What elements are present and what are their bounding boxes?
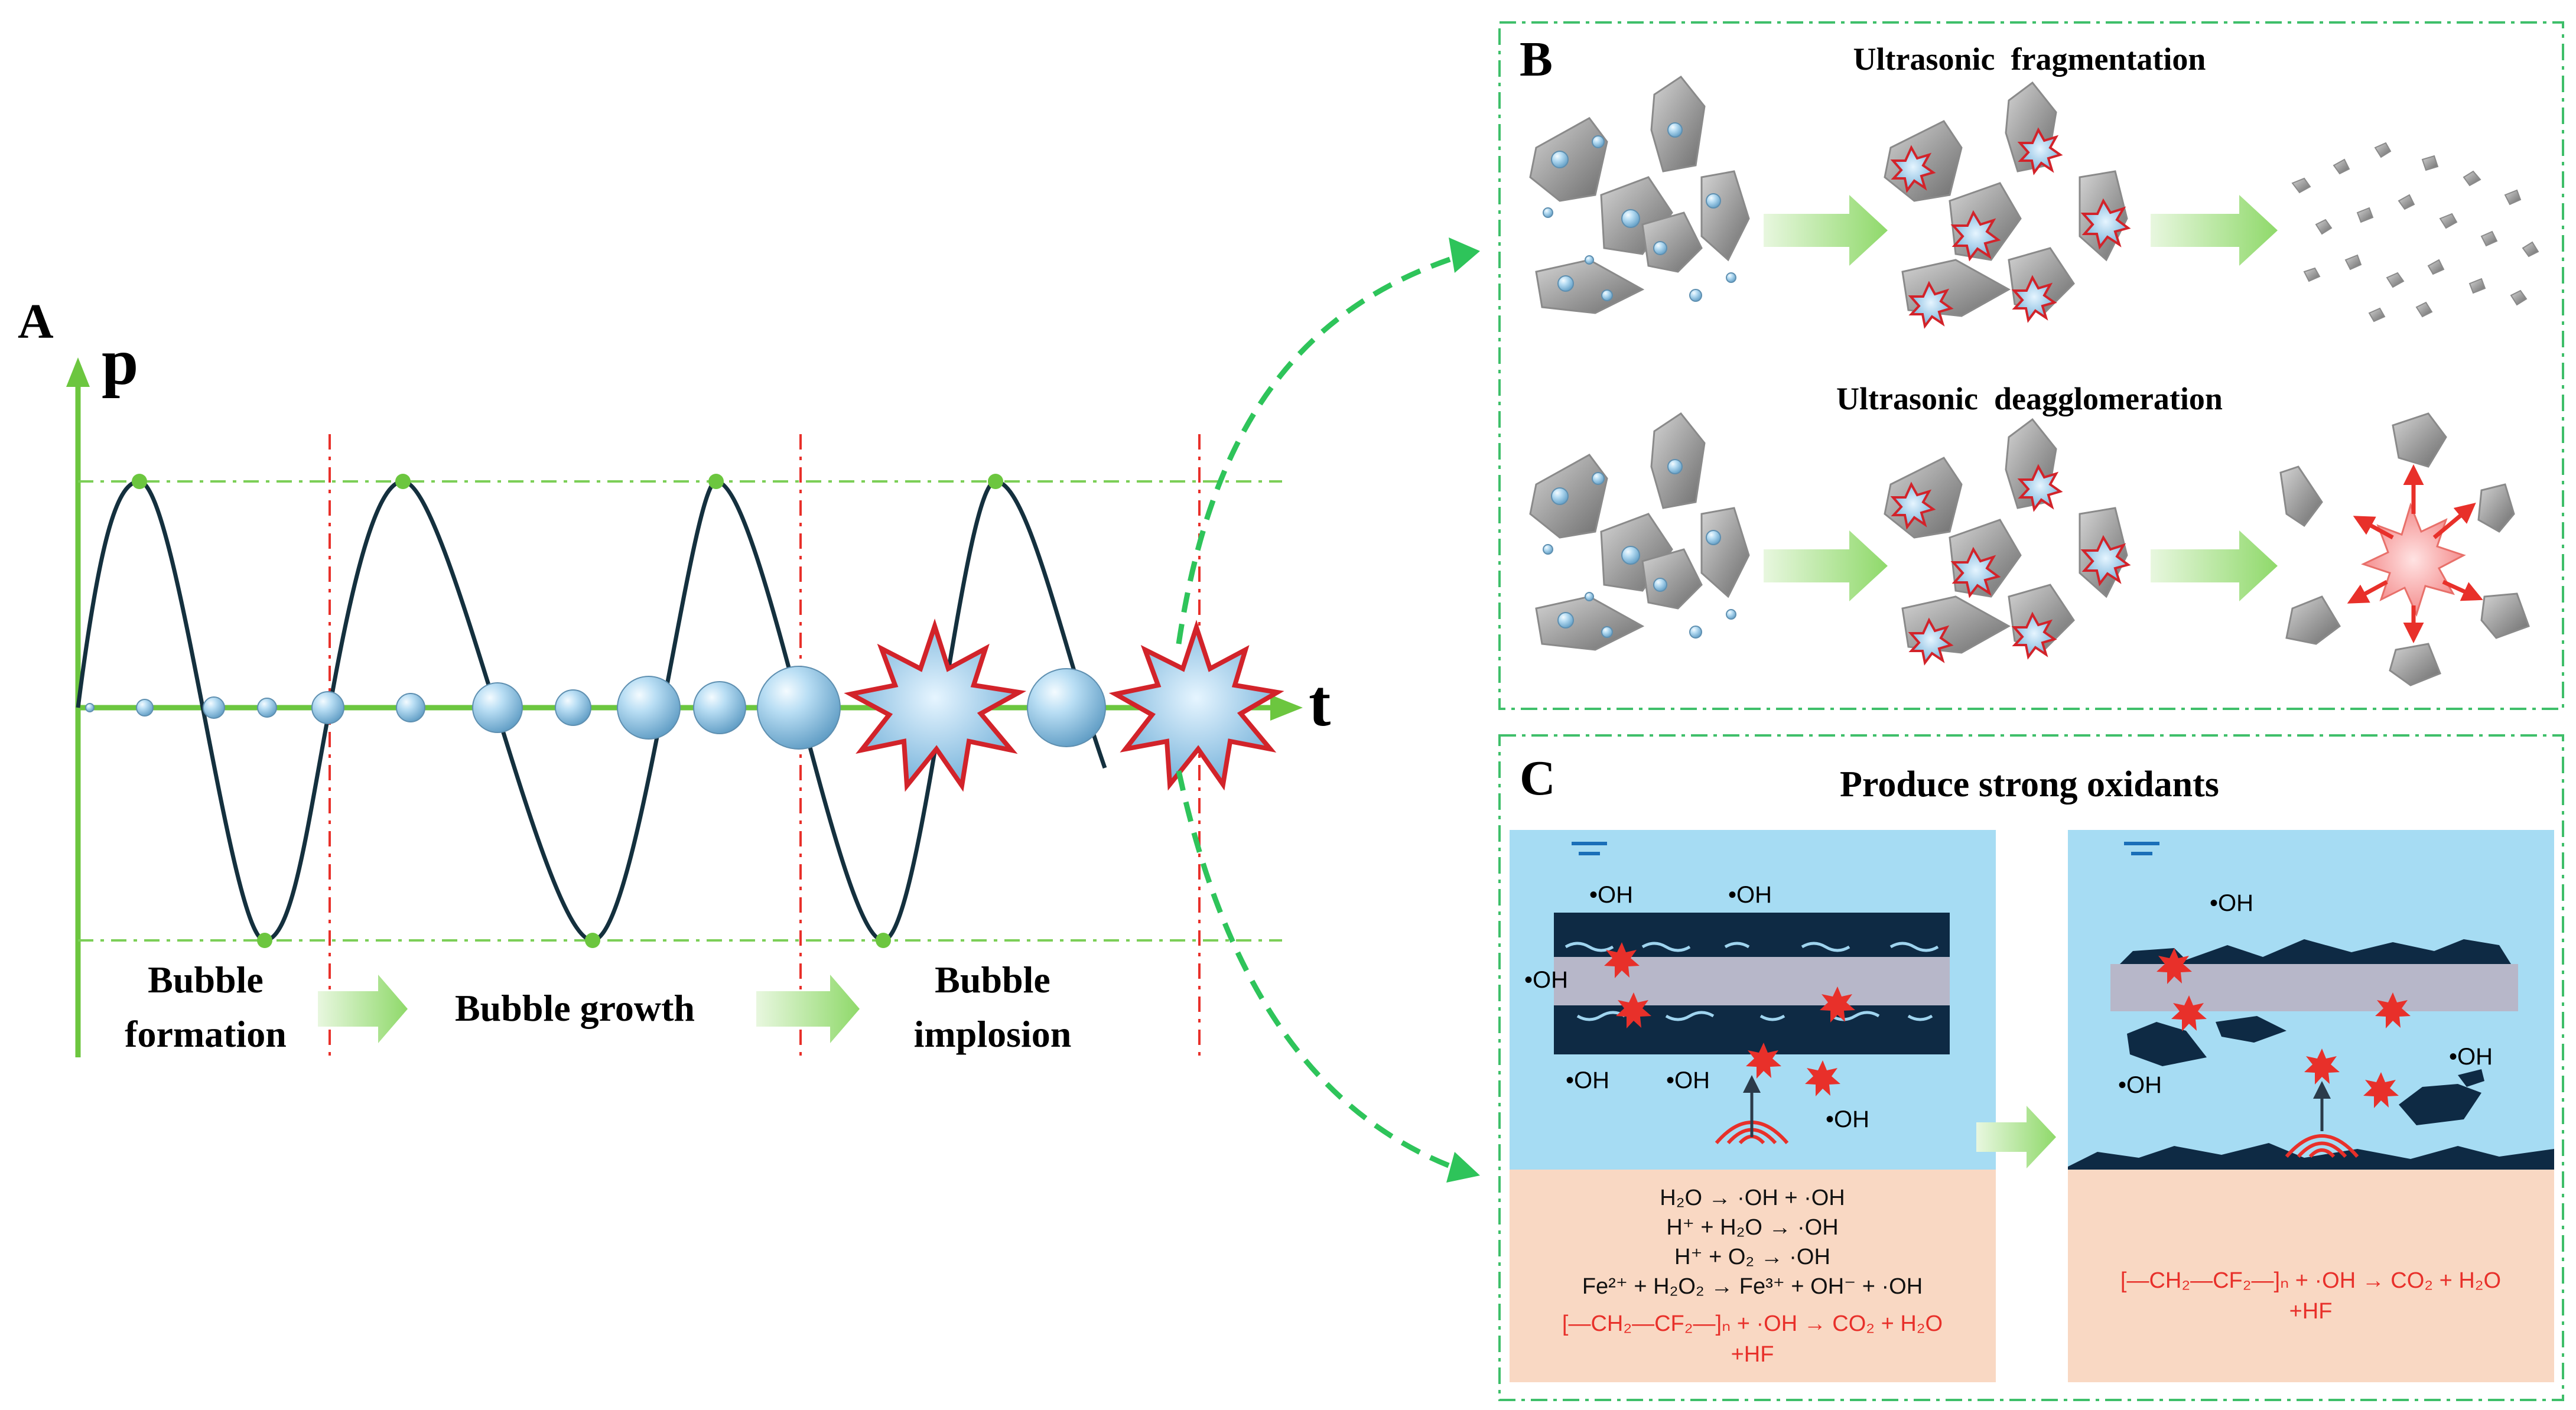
row1-arrow-1 (1764, 195, 1888, 266)
radical-label: •OH (1826, 1106, 1869, 1132)
deagglomeration-scatter (2279, 412, 2530, 686)
radical-label: •OH (1666, 1067, 1710, 1093)
equation-region (1510, 1170, 1996, 1382)
bubble (136, 699, 154, 717)
bubble (396, 693, 425, 722)
right-equations: [—CH₂—CF₂—]ₙ + ·OH → CO₂ + H₂O +HF (2120, 1268, 2501, 1324)
stage-label-formation: Bubble formation (125, 959, 287, 1055)
radical-label: •OH (1566, 1067, 1609, 1093)
row1-particle-cluster (1529, 75, 1750, 314)
equation-line: H₂O → ·OH + ·OH (1660, 1186, 1845, 1210)
bubble (617, 676, 681, 740)
radical-label: •OH (2210, 890, 2253, 916)
wave-extrema-points (132, 474, 1003, 948)
connector-to-panel-c-head (1446, 1152, 1480, 1183)
row1-arrow-2 (2151, 195, 2278, 266)
connector-to-panel-b-head (1449, 237, 1480, 273)
panel-c-letter: C (1520, 751, 1556, 806)
radical-label: •OH (1524, 967, 1568, 993)
panel-b: B Ultrasonic fragmentation Ultrasonic de… (1498, 21, 2564, 710)
stage-implosion-line2: implosion (914, 1013, 1072, 1055)
scatter-arrows (2347, 464, 2483, 643)
equation-line: H⁺ + H₂O → ·OH (1666, 1215, 1838, 1240)
ultrasound-source (2285, 1081, 2359, 1158)
equation-line: H⁺ + O₂ → ·OH (1674, 1245, 1830, 1269)
stage-implosion-line1: Bubble (935, 959, 1050, 1001)
connector-to-panel-c (1176, 770, 1463, 1174)
fiber-lines (1565, 942, 1939, 1021)
c-left-scene: •OH •OH •OH •OH •OH •OH H₂O → ·OH + ·OH … (1510, 830, 1996, 1382)
bubble (85, 703, 95, 712)
panel-b-row2-title: Ultrasonic deagglomeration (1836, 381, 2223, 416)
bubble (555, 689, 591, 726)
row2-burst-cluster (1884, 418, 2128, 654)
bubble (203, 696, 225, 719)
oxidant-bursts (1604, 942, 1855, 1096)
row1-burst-cluster (1884, 81, 2128, 317)
radical-label: •OH (1589, 882, 1633, 908)
bubble (311, 691, 344, 724)
central-burst (2360, 502, 2466, 617)
panel-b-border (1498, 21, 2564, 710)
y-axis-arrowhead (66, 357, 90, 387)
panel-c-title: Produce strong oxidants (1840, 764, 2219, 805)
radical-label: •OH (2449, 1044, 2493, 1070)
water-surface-icon (2124, 842, 2159, 855)
stage-formation-line1: Bubble (148, 959, 264, 1001)
x-axis-arrowhead (1270, 695, 1303, 721)
bubble (472, 682, 523, 733)
connector-to-panel-b (1176, 252, 1463, 644)
detached-fragments (2068, 1016, 2554, 1170)
row2-arrow-2 (2151, 530, 2278, 601)
equation-line: Fe²⁺ + H₂O₂ → Fe³⁺ + OH⁻ + ·OH (1582, 1274, 1923, 1299)
stage-arrow-1 (318, 975, 408, 1043)
c-transition-arrow (1976, 1106, 2056, 1168)
oxidant-bursts (2157, 948, 2411, 1108)
panel-a-letter: A (18, 294, 54, 349)
bubbles (85, 666, 1106, 750)
scattered-particles (2279, 412, 2530, 686)
row2-arrow-1 (1764, 530, 1888, 601)
implosion-burst-2 (1108, 620, 1284, 791)
left-equations: H₂O → ·OH + ·OH H⁺ + H₂O → ·OH H⁺ + O₂ →… (1562, 1186, 1943, 1367)
degraded-layer-top (2115, 939, 2514, 969)
equation-line: [—CH₂—CF₂—]ₙ + ·OH → CO₂ + H₂O (2120, 1268, 2501, 1293)
row1-fragments (2291, 142, 2539, 323)
panel-b-row1-title: Ultrasonic fragmentation (1853, 41, 2206, 77)
water-surface-icon (1572, 842, 1607, 855)
bubble (693, 681, 746, 734)
panel-c-border (1498, 734, 2564, 1401)
row2-bubbles (1543, 459, 1736, 639)
stage-formation-line2: formation (125, 1013, 287, 1055)
c-right-scene: •OH •OH •OH [—CH₂—CF₂—]ₙ + ·OH → CO₂ + H… (2068, 830, 2554, 1382)
equation-line: [—CH₂—CF₂—]ₙ + ·OH → CO₂ + H₂O (1562, 1311, 1943, 1336)
equation-line: +HF (2289, 1299, 2333, 1324)
panel-b-letter: B (1520, 32, 1553, 87)
row2-micro-bursts (1890, 464, 2131, 666)
equation-line: +HF (1731, 1342, 1774, 1367)
radical-label: •OH (2118, 1072, 2162, 1098)
equation-region (2068, 1170, 2554, 1382)
panel-a: A p t (18, 237, 1480, 1183)
stage-label-growth: Bubble growth (455, 987, 695, 1029)
stage-arrow-2 (756, 975, 860, 1043)
bubble (1027, 668, 1106, 747)
ultrasound-source (1715, 1075, 1789, 1145)
panel-c: C Produce strong oxidants (1498, 734, 2564, 1401)
row1-micro-bursts (1890, 127, 2131, 329)
radical-label: •OH (1728, 882, 1772, 908)
x-axis-label: t (1309, 667, 1331, 740)
stage-label-implosion: Bubble implosion (914, 959, 1072, 1055)
radical-labels-right: •OH •OH •OH (2118, 890, 2493, 1098)
row1-bubbles (1543, 122, 1736, 302)
y-axis-label: p (102, 325, 138, 399)
bubble (757, 666, 841, 750)
radical-labels-left: •OH •OH •OH •OH •OH •OH (1524, 882, 1869, 1132)
bubble (257, 698, 277, 718)
implosion-burst-1 (844, 618, 1027, 792)
